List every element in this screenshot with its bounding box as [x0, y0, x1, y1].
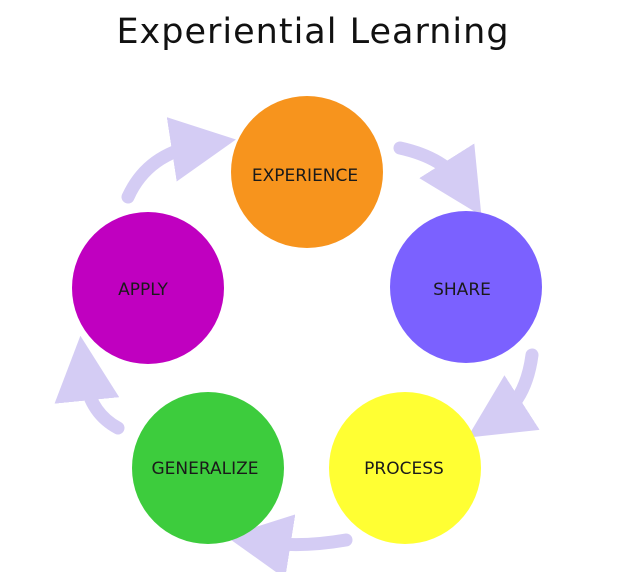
stage-generalize: GENERALIZE [132, 392, 284, 544]
stage-share: SHARE [390, 211, 542, 363]
stage-process-circle [329, 392, 481, 544]
arrow-process-to-generalize [226, 514, 353, 572]
stage-apply-label: APPLY [118, 280, 168, 300]
stage-process: PROCESS [329, 392, 481, 544]
diagram-title: Experiential Learning [116, 12, 510, 52]
stage-apply: APPLY [72, 212, 224, 364]
stage-generalize-label: GENERALIZE [152, 459, 259, 479]
stage-experience-circle [231, 96, 383, 248]
stage-experience-label: EXPERIENCE [252, 166, 358, 186]
arrow-apply-to-experience [121, 117, 236, 204]
stage-experience: EXPERIENCE [231, 96, 383, 248]
stage-share-label: SHARE [433, 280, 491, 300]
stage-process-label: PROCESS [364, 459, 444, 479]
arrow-experience-to-share [393, 141, 482, 216]
stage-generalize-circle [132, 392, 284, 544]
stage-share-circle [390, 211, 542, 363]
arrow-share-to-process [467, 348, 540, 438]
stage-apply-circle [72, 212, 224, 364]
arrow-generalize-to-apply [54, 335, 125, 435]
